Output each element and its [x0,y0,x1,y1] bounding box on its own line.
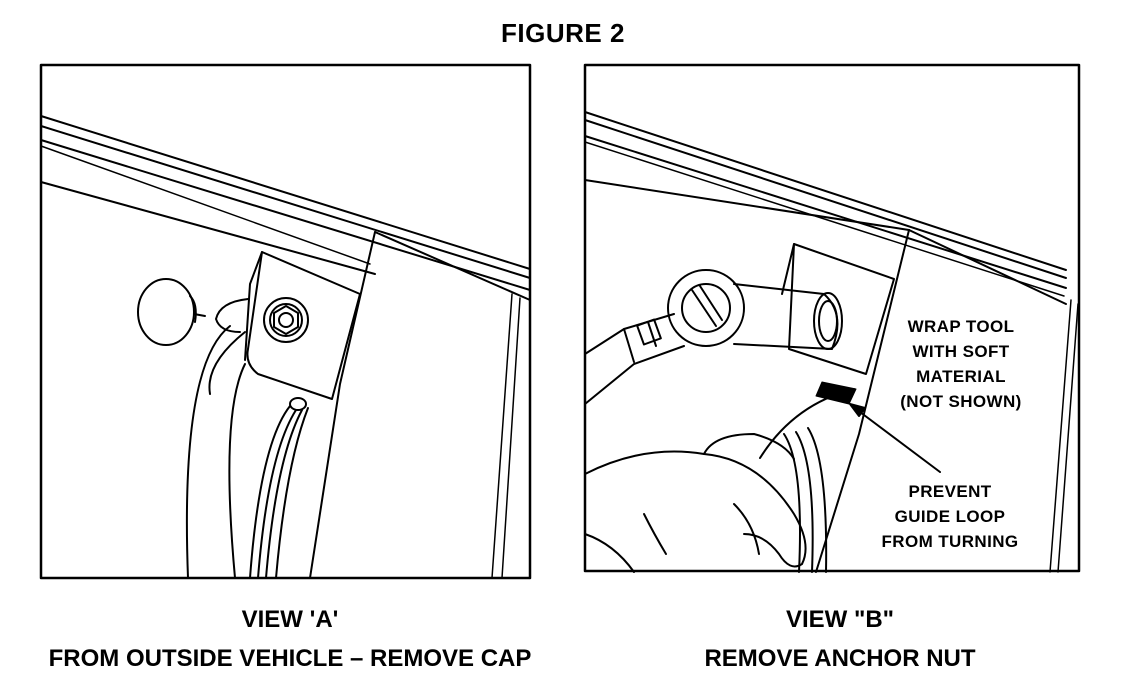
callout-prevent-turning: PREVENT GUIDE LOOP FROM TURNING [850,479,1050,554]
anchor-bracket [244,251,361,400]
callout-wrap-line-3: MATERIAL [916,367,1006,386]
figure-title: FIGURE 2 [501,18,625,48]
door-pillar [309,231,531,579]
view-a-illustration [39,63,532,580]
door-pillar [815,229,1079,573]
seat-belt-webbing [185,325,246,579]
callout-wrap-line-4: (NOT SHOWN) [900,392,1022,411]
guide-loop [759,381,857,573]
anchor-bracket [781,243,895,375]
roof-rail [584,111,1067,297]
callout-wrap-tool: WRAP TOOL WITH SOFT MATERIAL (NOT SHOWN) [886,314,1036,414]
view-b-illustration [583,63,1081,573]
callout-wrap-line-2: WITH SOFT [912,342,1010,361]
ratchet-wrench [584,269,745,405]
callout-prevent-line-2: GUIDE LOOP [894,507,1006,526]
hand [584,433,807,573]
callout-prevent-line-1: PREVENT [908,482,992,501]
view-a-subtitle: FROM OUTSIDE VEHICLE – REMOVE CAP [48,645,532,672]
guide-loop [249,397,309,579]
view-b-title: VIEW "B" [785,606,895,633]
view-b-frame [583,63,1081,573]
view-b-subtitle: REMOVE ANCHOR NUT [704,645,976,672]
trim-cap [137,278,206,346]
socket-extension [733,283,843,350]
callout-leader-arrow [849,403,941,473]
callout-wrap-line-1: WRAP TOOL [907,317,1015,336]
anchor-nut [263,297,309,343]
view-a-frame [39,63,532,580]
callout-prevent-line-3: FROM TURNING [881,532,1019,551]
view-a-title: VIEW 'A' [241,606,339,633]
